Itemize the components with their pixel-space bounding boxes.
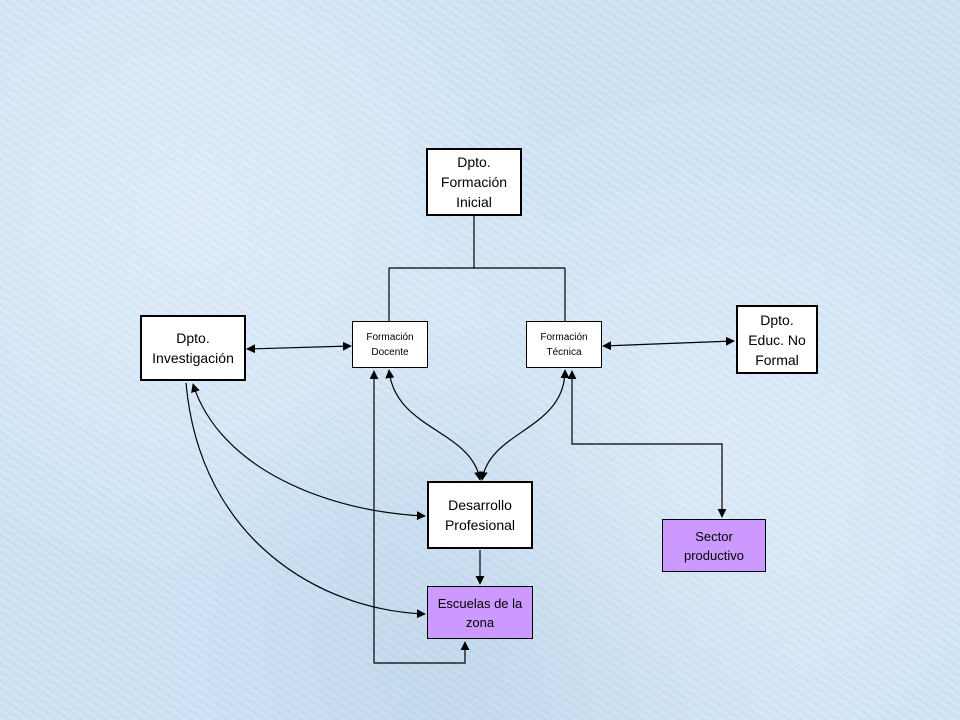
node-formacion-docente-label: Formación Docente: [366, 331, 414, 358]
node-investigacion-label: Dpto. Investigación: [152, 330, 234, 366]
node-formacion-docente: Formación Docente: [352, 321, 428, 368]
node-formacion-tecnica-label: Formación Técnica: [540, 331, 588, 358]
arrow-sector-tecnica: [567, 370, 727, 518]
node-sector-productivo-label: Sector productivo: [684, 528, 744, 563]
arrow-investigacion-docente: [246, 341, 352, 354]
node-escuelas-zona-label: Escuelas de la zona: [437, 595, 523, 630]
node-formacion-inicial-label: Dpto. Formación Inicial: [440, 154, 508, 210]
arrow-desarrollo-tecnica: [478, 369, 570, 481]
node-sector-productivo: Sector productivo: [662, 519, 766, 572]
node-desarrollo-profesional: Desarrollo Profesional: [427, 481, 533, 549]
arrow-investigacion-desarrollo: [191, 383, 426, 521]
node-desarrollo-profesional-label: Desarrollo Profesional: [444, 497, 516, 533]
arrow-desarrollo-docente: [385, 369, 484, 481]
node-formacion-inicial: Dpto. Formación Inicial: [426, 148, 522, 216]
node-formacion-tecnica: Formación Técnica: [526, 321, 602, 368]
arrow-escuelas-docente: [369, 370, 470, 664]
arrow-investigacion-escuelas: [185, 382, 426, 619]
arrow-tecnica-noformal: [602, 336, 735, 351]
connector-inicial-branch: [388, 216, 566, 321]
node-escuelas-zona: Escuelas de la zona: [427, 586, 533, 639]
node-investigacion: Dpto. Investigación: [140, 315, 246, 381]
node-educ-no-formal: Dpto. Educ. No Formal: [736, 305, 818, 374]
node-educ-no-formal-label: Dpto. Educ. No Formal: [748, 311, 806, 368]
